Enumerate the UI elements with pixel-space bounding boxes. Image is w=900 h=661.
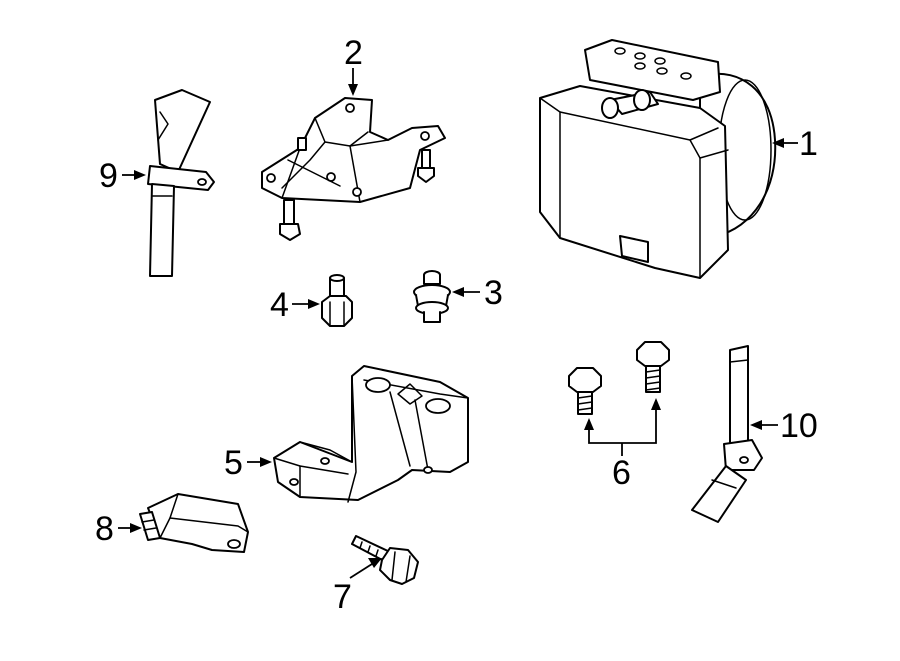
callout-7: 7 — [333, 578, 352, 616]
part-3-isolator — [413, 270, 451, 323]
part-6-bolts — [568, 341, 670, 415]
part-2-mounting-bracket — [261, 97, 446, 241]
part-7-hex-bolt — [351, 535, 419, 585]
callout-8: 8 — [95, 510, 114, 548]
part-1-abs-modulator — [539, 39, 777, 279]
part-5-lower-bracket — [273, 365, 469, 503]
callout-labels: 1 2 3 4 5 6 7 8 9 10 — [95, 34, 818, 616]
callout-10: 10 — [780, 407, 818, 445]
callout-6: 6 — [612, 454, 631, 492]
part-9-speed-sensor — [147, 89, 215, 277]
callout-3: 3 — [484, 274, 503, 312]
callout-5: 5 — [224, 444, 243, 482]
part-4-stud-nut — [321, 274, 353, 327]
part-8-sensor-module — [139, 493, 249, 553]
callout-leaders — [118, 68, 798, 579]
callout-9: 9 — [99, 157, 118, 195]
callout-1: 1 — [799, 125, 818, 163]
callout-2: 2 — [344, 34, 363, 72]
part-10-speed-sensor — [691, 345, 763, 523]
callout-4: 4 — [270, 286, 289, 324]
